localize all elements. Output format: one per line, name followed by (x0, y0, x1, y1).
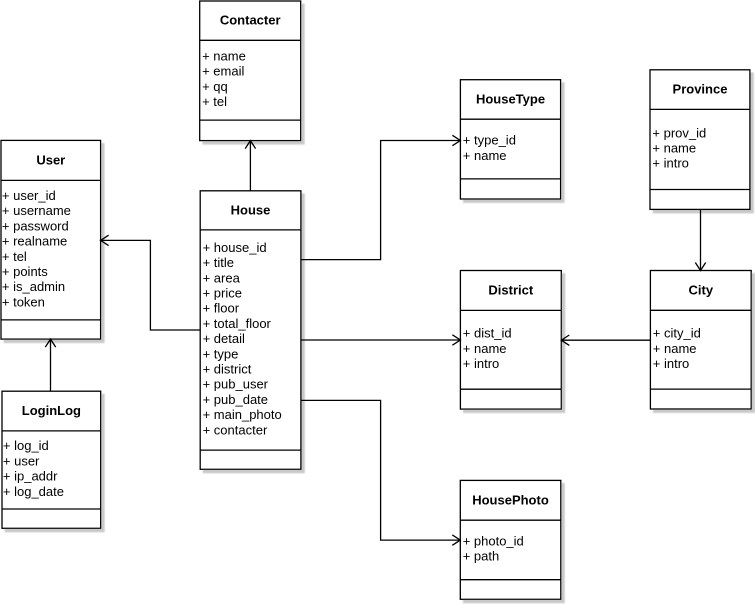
svg-text:+ name: + name (653, 341, 697, 356)
svg-text:+ name: + name (202, 49, 246, 64)
svg-text:+ area: + area (203, 270, 241, 285)
svg-text:+ contacter: + contacter (203, 422, 268, 437)
svg-text:+ intro: + intro (652, 156, 689, 171)
svg-text:District: District (488, 282, 533, 297)
svg-text:+ house_id: + house_id (203, 240, 267, 255)
svg-text:+ district: + district (203, 362, 252, 377)
svg-text:+ is_admin: + is_admin (2, 279, 65, 294)
svg-text:+ name: + name (652, 141, 696, 156)
svg-text:+ email: + email (202, 64, 244, 79)
svg-text:House: House (231, 202, 271, 217)
svg-text:+ username: + username (2, 203, 71, 218)
svg-text:+ pub_date: + pub_date (203, 392, 268, 407)
svg-text:+ tel: + tel (202, 94, 227, 109)
svg-text:HouseType: HouseType (476, 92, 545, 107)
svg-text:+ city_id: + city_id (653, 326, 701, 341)
svg-text:+ tel: + tel (2, 249, 27, 264)
svg-text:+ floor: + floor (203, 301, 240, 316)
svg-text:+ name: + name (463, 148, 507, 163)
svg-text:+ type_id: + type_id (463, 133, 516, 148)
svg-text:+ token: + token (2, 294, 45, 309)
svg-text:+ type: + type (203, 346, 239, 361)
svg-text:+ total_floor: + total_floor (203, 316, 272, 331)
svg-text:+ title: + title (203, 255, 234, 270)
svg-text:City: City (689, 282, 714, 297)
svg-text:+ log_date: + log_date (3, 484, 64, 499)
svg-text:+ user: + user (3, 453, 40, 468)
svg-text:+ name: + name (463, 341, 507, 356)
svg-text:+ pub_user: + pub_user (203, 377, 269, 392)
svg-text:+ password: + password (2, 218, 69, 233)
svg-text:+ ip_addr: + ip_addr (3, 469, 58, 484)
svg-text:+ dist_id: + dist_id (463, 326, 512, 341)
svg-text:+ intro: + intro (463, 356, 500, 371)
svg-text:+ intro: + intro (653, 356, 690, 371)
svg-text:+ detail: + detail (203, 331, 245, 346)
svg-text:User: User (36, 152, 65, 167)
svg-text:+ path: + path (463, 549, 500, 564)
svg-text:+ user_id: + user_id (2, 188, 56, 203)
svg-text:+ main_photo: + main_photo (203, 407, 282, 422)
svg-text:+ realname: + realname (2, 234, 67, 249)
svg-text:LoginLog: LoginLog (22, 403, 81, 418)
svg-text:+ prov_id: + prov_id (652, 125, 706, 140)
svg-text:+ log_id: + log_id (3, 438, 49, 453)
svg-text:+ price: + price (203, 286, 242, 301)
svg-text:+ points: + points (2, 264, 48, 279)
svg-text:Contacter: Contacter (220, 13, 281, 28)
svg-text:Province: Province (673, 82, 728, 97)
svg-text:+ photo_id: + photo_id (463, 534, 524, 549)
svg-text:HousePhoto: HousePhoto (472, 492, 549, 507)
svg-text:+ qq: + qq (202, 79, 228, 94)
